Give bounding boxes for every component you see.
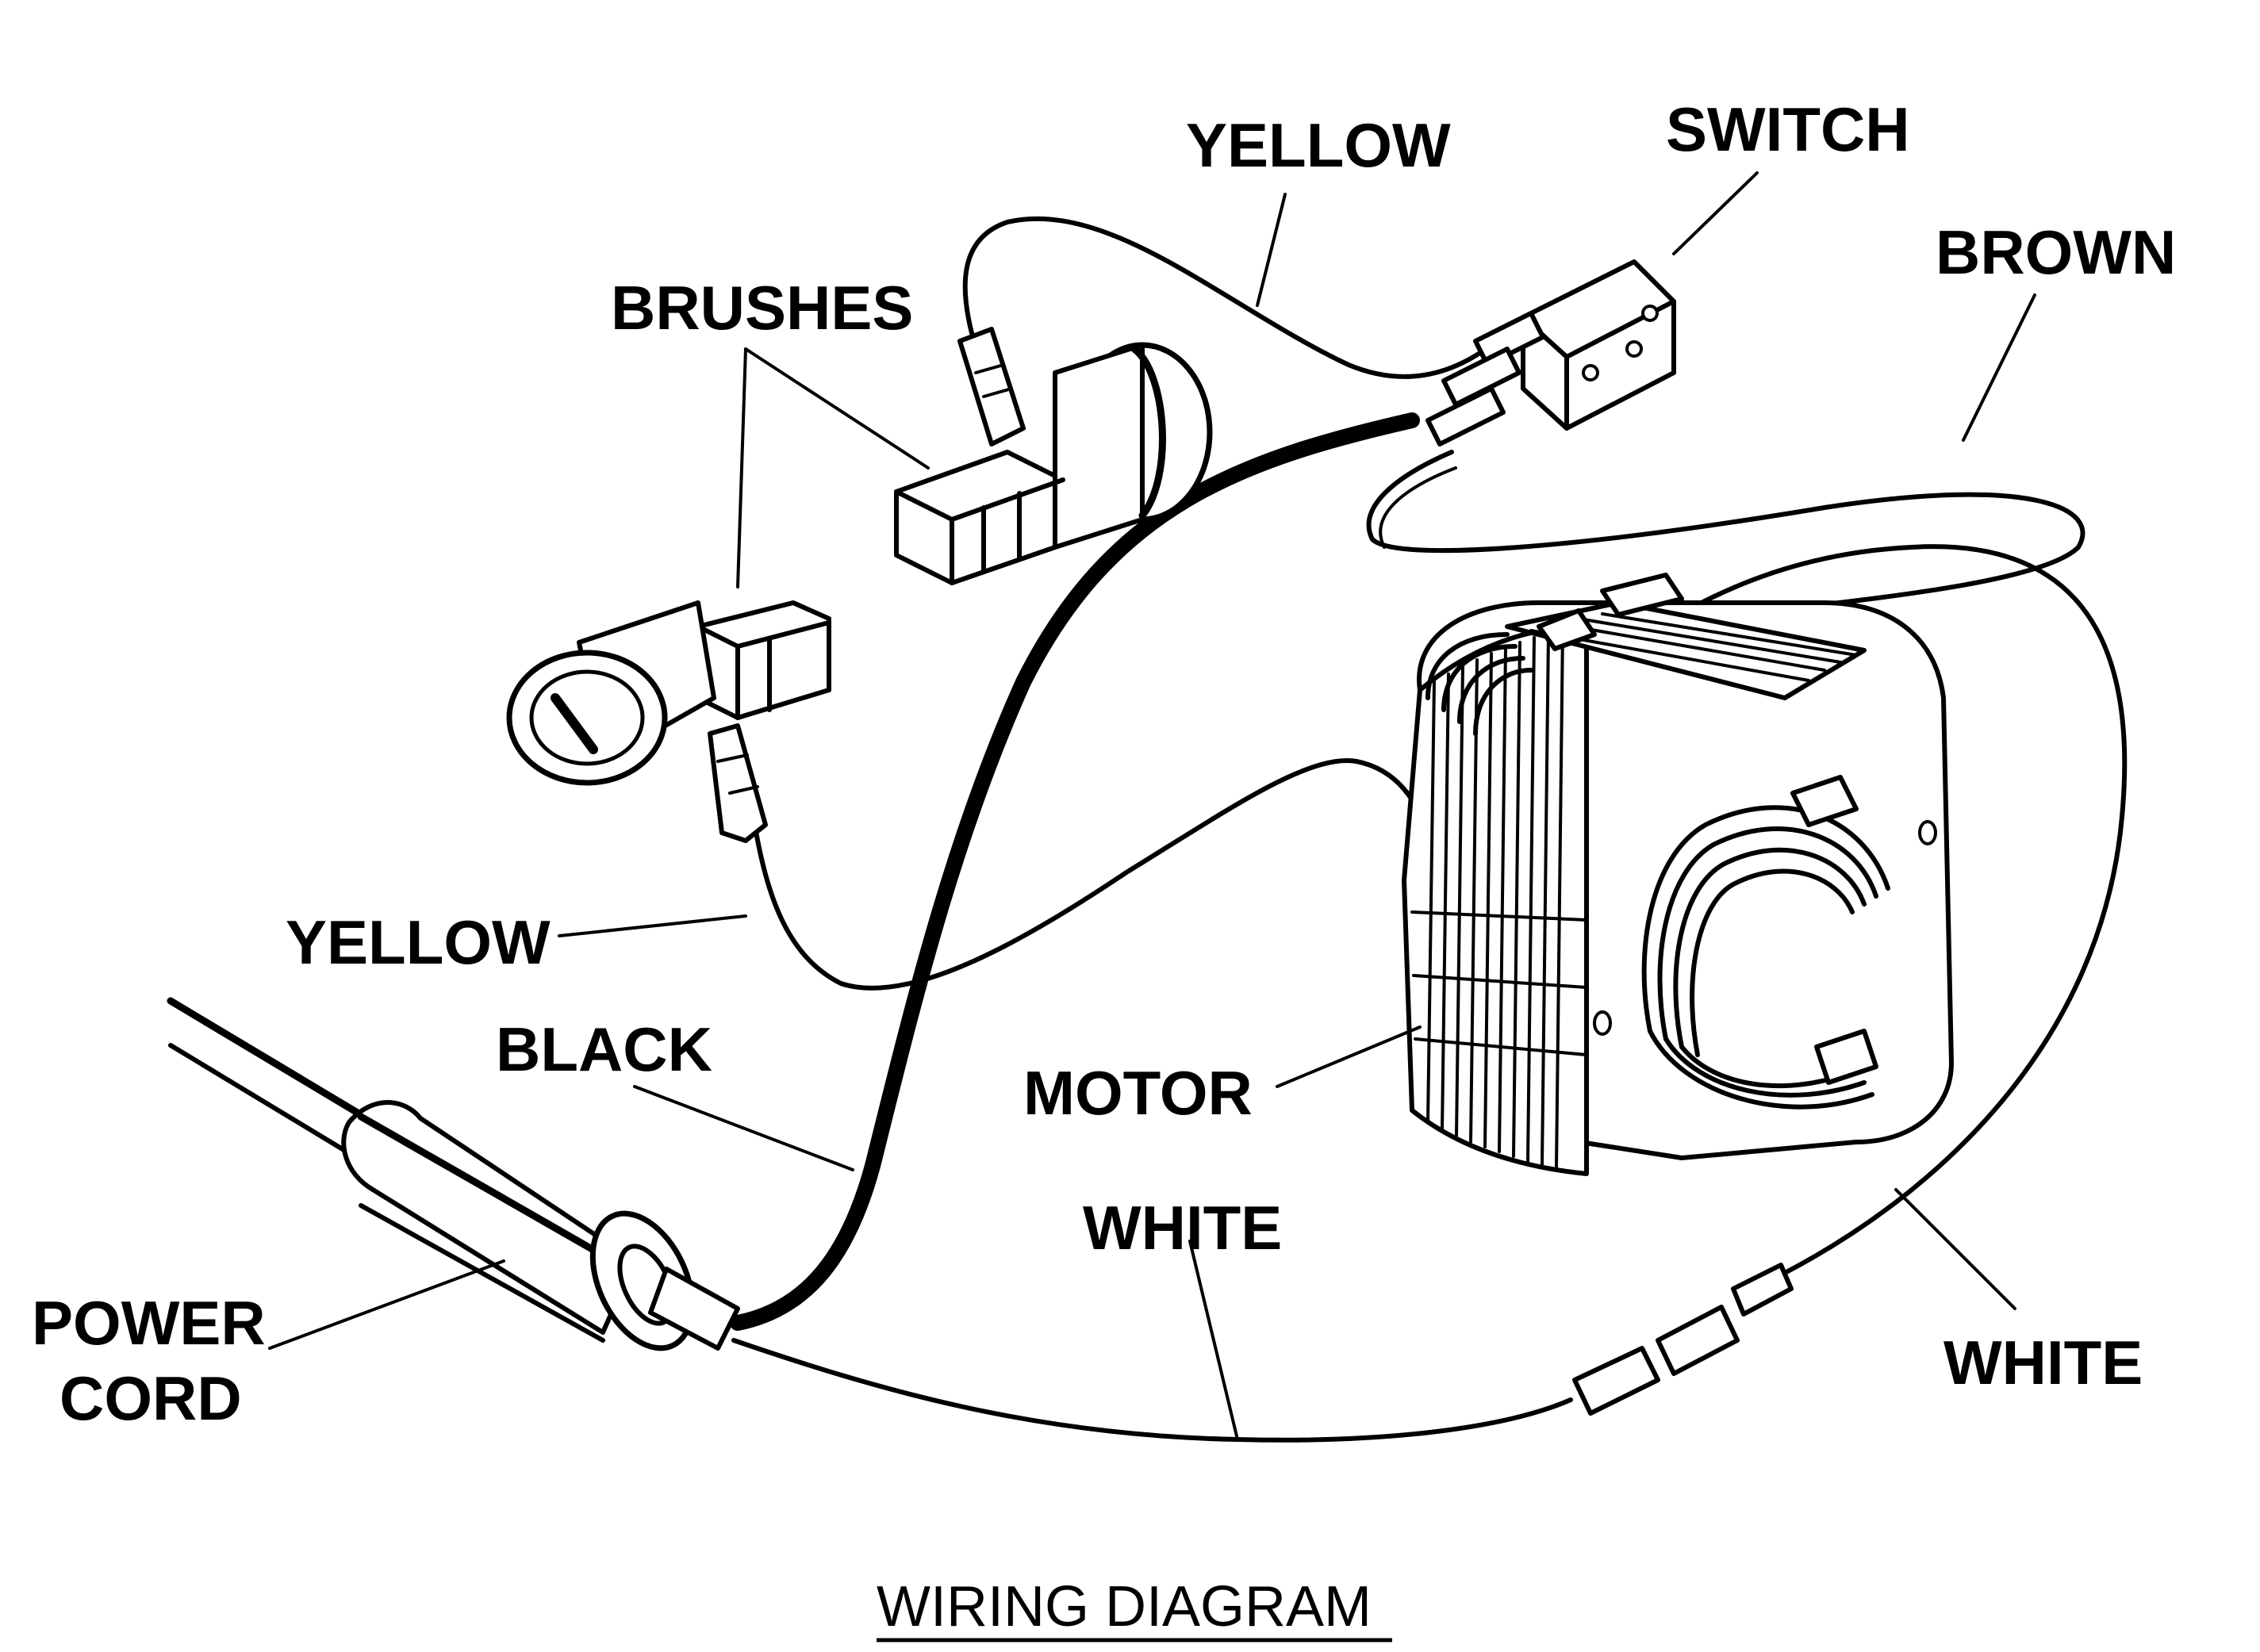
label-brown: BROWN [1936,217,2176,287]
label-yellow-left: YELLOW [286,907,551,977]
label-power-cord-line2: CORD [59,1363,242,1433]
caption: WIRING DIAGRAM [877,1575,1392,1642]
motor [1402,573,1954,1176]
white-wires [731,544,2128,1443]
label-switch: SWITCH [1666,94,1910,164]
label-brushes: BRUSHES [611,273,913,343]
label-black: BLACK [496,1014,712,1084]
label-power-cord-line1: POWER [32,1288,266,1358]
power-cord [167,997,740,1351]
leader-lines [268,171,2036,1441]
label-white-right: WHITE [1943,1328,2143,1397]
label-yellow-top: YELLOW [1186,110,1451,180]
labels: YELLOW SWITCH BROWN BRUSHES YELLOW BLACK… [32,94,2176,1433]
laminations [1410,628,1588,1169]
diagram-caption: WIRING DIAGRAM [877,1575,1372,1639]
brown-wire [1366,450,2085,621]
black-wire [730,412,1420,1331]
coil-windings [1425,632,1890,1110]
switch [1425,259,1676,447]
winding-top [1505,573,1867,700]
lower-brush [506,600,831,843]
yellow-wires [747,216,1494,991]
upper-brush [894,327,1213,585]
label-motor: MOTOR [1023,1058,1253,1128]
label-white-center: WHITE [1083,1193,1282,1263]
